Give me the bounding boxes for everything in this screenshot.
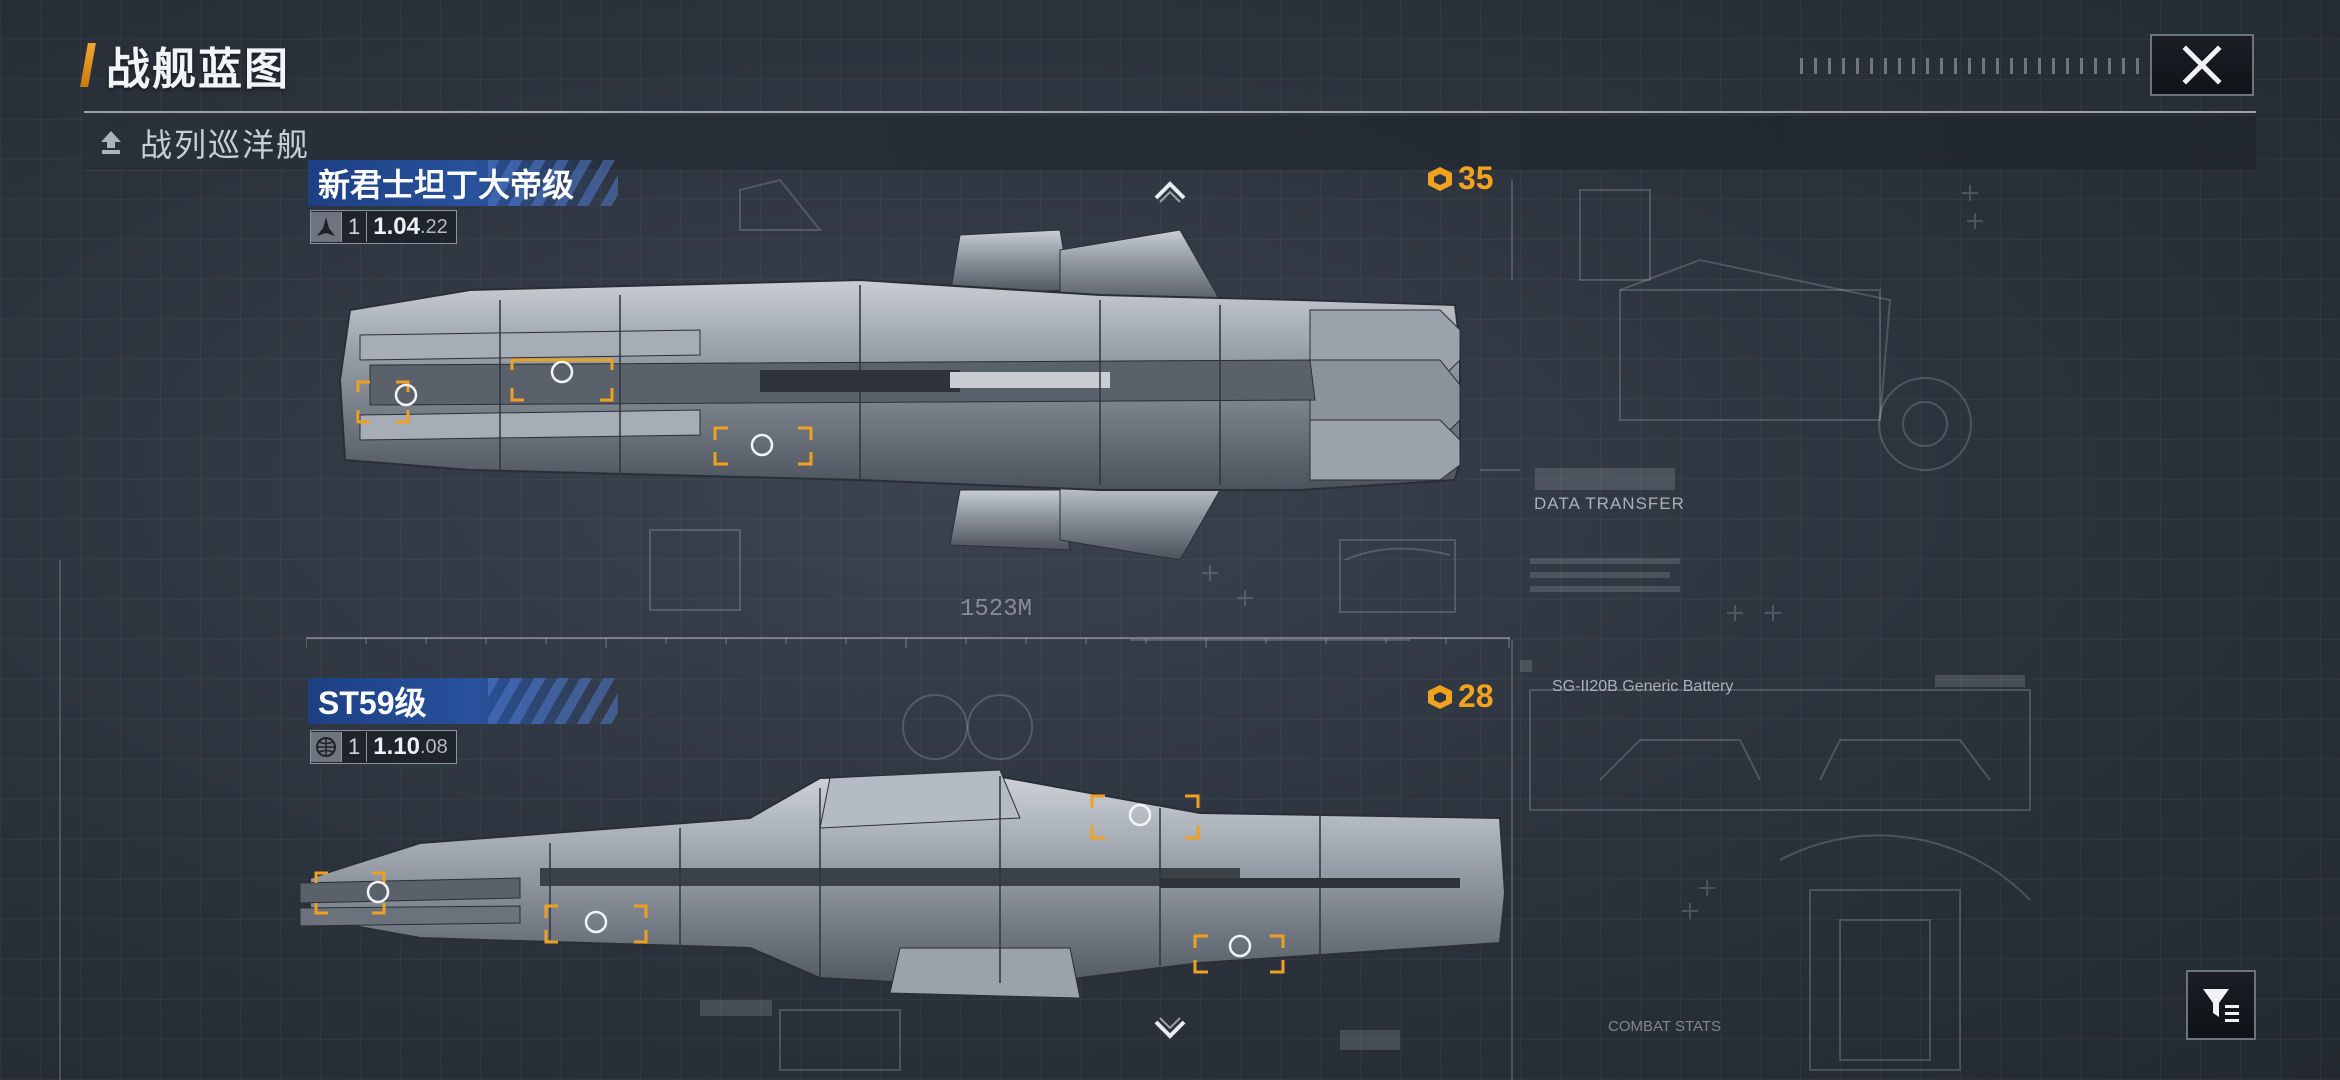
- title-decoration: [1800, 58, 2170, 74]
- ship-name-stripes: [488, 160, 618, 206]
- ship-name-bar: 新君士坦丁大帝级: [308, 160, 618, 206]
- cost-icon: [1428, 166, 1452, 191]
- ship-version-sub: .08: [419, 735, 448, 758]
- ship-name: ST59级: [318, 685, 427, 721]
- scroll-down-icon[interactable]: [1150, 1016, 1190, 1044]
- ship-version-sub: .22: [419, 215, 448, 238]
- ship-name: 新君士坦丁大帝级: [318, 167, 575, 203]
- ship-model-2: [300, 769, 1507, 999]
- ship-card-2[interactable]: ST59级 1 1.10 .08 28: [300, 678, 1520, 1028]
- ship-level: 1: [341, 212, 368, 242]
- data-transfer-label: DATA TRANSFER: [1534, 494, 1685, 513]
- ship-name-bar: ST59级: [308, 678, 618, 724]
- fighter-icon: [311, 212, 341, 242]
- ship-version-main: 1.04: [373, 213, 420, 240]
- ship-level: 1: [341, 732, 368, 762]
- ship-length: 1523M: [960, 596, 1033, 623]
- ship-cost: 28: [1426, 678, 1494, 715]
- scroll-up-icon[interactable]: [1150, 176, 1190, 204]
- ship-version-main: 1.10: [373, 733, 420, 760]
- battery-label: SG-II20B Generic Battery: [1552, 678, 1734, 695]
- close-button[interactable]: [2150, 34, 2254, 96]
- category-bar[interactable]: 战列巡洋舰: [84, 116, 2256, 171]
- combat-stats-label: COMBAT STATS: [1608, 1018, 1722, 1035]
- filter-button[interactable]: [2186, 970, 2256, 1040]
- ship-cost: 35: [1426, 160, 1494, 197]
- ship-cost-value: 35: [1458, 160, 1494, 196]
- globe-icon: [311, 732, 341, 762]
- ship-model-1: [338, 229, 1461, 561]
- cost-icon: [1428, 684, 1452, 709]
- close-icon: [2182, 45, 2222, 85]
- page-title: 战舰蓝图: [106, 45, 290, 94]
- length-ruler: [306, 637, 1510, 648]
- title-bar: 战舰蓝图: [80, 40, 290, 94]
- battlecruiser-rank-icon: [101, 131, 121, 154]
- ship-stats: 1 1.10 .08: [310, 730, 457, 764]
- ship-card-1[interactable]: 新君士坦丁大帝级 1 1.04 .22 35: [300, 160, 1520, 640]
- ship-name-stripes: [488, 678, 618, 724]
- ship-cost-value: 28: [1458, 678, 1494, 714]
- ship-stats: 1 1.04 .22: [310, 210, 457, 244]
- category-label: 战列巡洋舰: [140, 127, 311, 163]
- title-divider: [84, 111, 2256, 113]
- filter-icon: [2203, 989, 2239, 1022]
